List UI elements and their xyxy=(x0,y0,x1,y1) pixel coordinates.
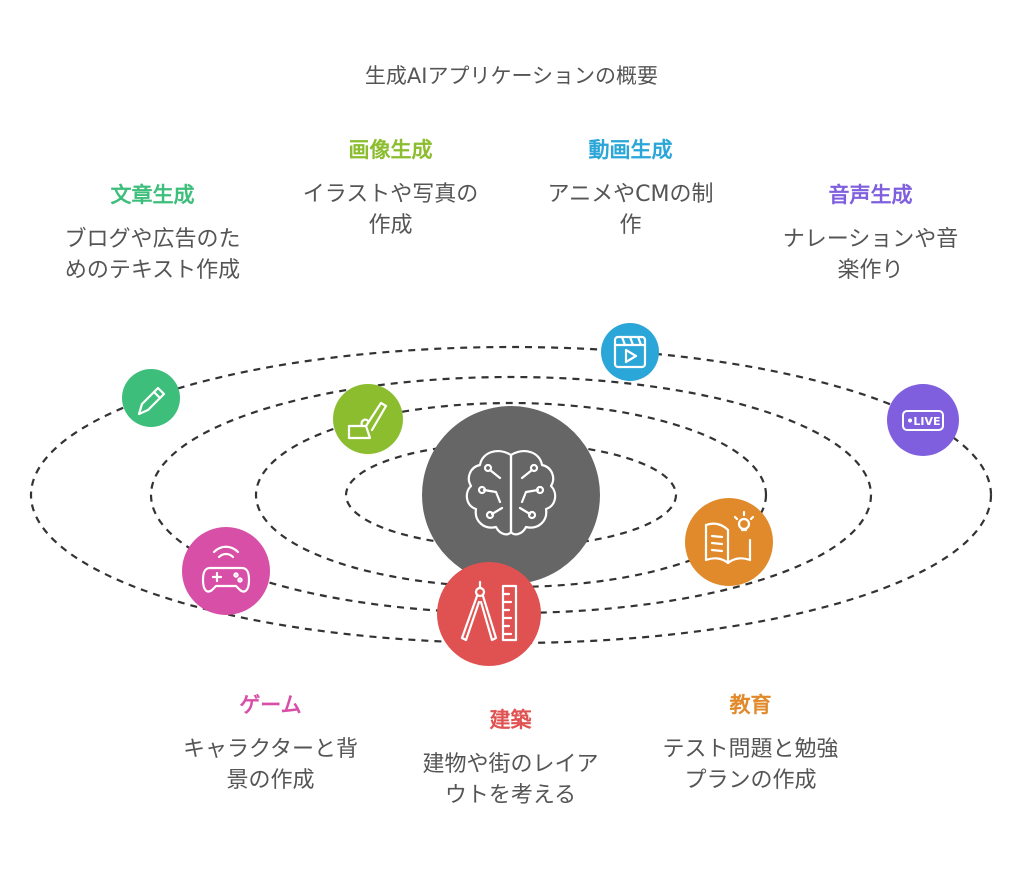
label-video-generation: 動画生成 アニメやCMの制作 xyxy=(518,135,743,241)
node-image-generation xyxy=(333,384,403,454)
label-head: 文章生成 xyxy=(110,183,195,207)
node-video-generation xyxy=(601,323,659,381)
label-desc: ブログや広告のためのテキスト作成 xyxy=(64,227,241,283)
orbit-3 xyxy=(149,375,873,615)
orbit-4 xyxy=(29,345,993,645)
label-head: 動画生成 xyxy=(588,138,673,162)
label-desc: キャラクターと背景の作成 xyxy=(182,737,359,793)
label-audio-generation: 音声生成 ナレーションや音楽作り xyxy=(758,180,983,286)
ai-brain-icon xyxy=(465,450,557,536)
paintbrush-icon xyxy=(347,401,388,440)
label-education: 教育 テスト問題と勉強プランの作成 xyxy=(638,690,863,796)
diagram-title: 生成AIアプリケーションの概要 xyxy=(364,64,659,88)
label-head: ゲーム xyxy=(239,693,302,717)
label-head: 画像生成 xyxy=(348,138,433,162)
label-text-generation: 文章生成 ブログや広告のためのテキスト作成 xyxy=(40,180,265,286)
label-architecture: 建築 建物や街のレイアウトを考える xyxy=(398,705,623,811)
label-desc: アニメやCMの制作 xyxy=(547,182,714,238)
book-lightbulb-icon xyxy=(704,510,755,565)
node-game xyxy=(182,527,270,615)
drafting-tools-icon xyxy=(460,580,518,642)
label-head: 教育 xyxy=(729,693,772,717)
pencil-icon xyxy=(137,386,166,416)
label-desc: イラストや写真の作成 xyxy=(302,182,479,238)
center-node xyxy=(422,406,600,584)
label-image-generation: 画像生成 イラストや写真の作成 xyxy=(278,135,503,241)
label-game: ゲーム キャラクターと背景の作成 xyxy=(158,690,383,796)
label-head: 建築 xyxy=(489,708,532,732)
video-clapper-icon xyxy=(613,335,647,369)
label-desc: ナレーションや音楽作り xyxy=(782,227,959,283)
node-text-generation xyxy=(122,369,180,427)
label-desc: 建物や街のレイアウトを考える xyxy=(422,752,599,808)
node-architecture xyxy=(437,562,541,666)
node-education xyxy=(685,498,773,586)
node-audio-generation: LIVE xyxy=(887,384,959,456)
label-head: 音声生成 xyxy=(828,183,913,207)
svg-text:LIVE: LIVE xyxy=(913,415,940,428)
live-badge-icon: LIVE xyxy=(902,410,944,431)
gamepad-icon xyxy=(201,545,251,593)
label-desc: テスト問題と勉強プランの作成 xyxy=(662,737,839,793)
